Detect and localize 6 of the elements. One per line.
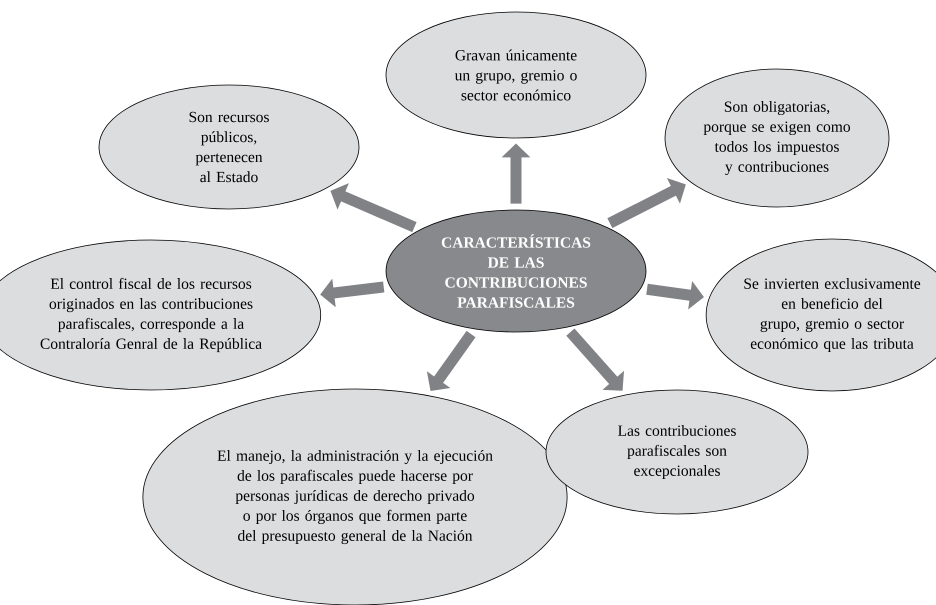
ellipse-node: Son recursos públicos, pertenecen al Estado — [98, 84, 360, 210]
block-arrow — [566, 328, 624, 391]
ellipse-node: Se invierten exclusivamente en beneficio del grupo, gremio o sector económico que las tributa — [706, 238, 936, 392]
ellipse-node: Las contribuciones parafiscales son excepcionales — [546, 390, 808, 514]
ellipse-node: Son obligatorias, porque se exigen como todos los impuestos y contribuciones — [664, 68, 890, 208]
ellipse-node: Gravan únicamente un grupo, gremio o sector económico — [386, 12, 646, 138]
